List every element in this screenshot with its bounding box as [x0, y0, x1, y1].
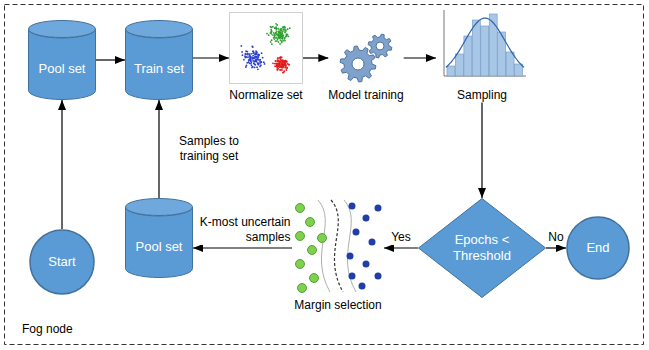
process-illustration: Normalize set — [229, 12, 303, 102]
flow-arrow — [193, 247, 292, 248]
node-label: Pool set — [39, 61, 86, 77]
step-caption: Sampling — [457, 88, 507, 102]
flow-arrow — [303, 57, 328, 58]
edge-label: No — [546, 230, 565, 245]
illustration — [229, 12, 303, 84]
illustration — [436, 8, 528, 84]
node-label: Start — [48, 254, 75, 270]
process-illustration: Sampling — [436, 8, 528, 102]
flow-arrow — [546, 247, 566, 248]
flow-arrow — [481, 102, 482, 198]
plot-frame — [230, 13, 303, 84]
decision-boundary — [331, 200, 343, 292]
edge-label: Samples to training set — [165, 134, 253, 164]
edge-label: Yes — [389, 230, 413, 245]
step-caption: Model training — [328, 88, 403, 102]
margin-line — [344, 200, 356, 292]
flow-arrow — [61, 100, 62, 229]
class-a-samples — [296, 204, 327, 293]
step-caption: Normalize set — [229, 88, 302, 102]
illustration — [338, 32, 394, 84]
fog-node-border — [5, 5, 644, 345]
scatter-points — [240, 23, 290, 74]
node-label: Epochs < Threshold — [446, 232, 518, 263]
node-label: Train set — [134, 61, 184, 77]
database-cylinder: Train set — [125, 20, 193, 100]
density-curve — [446, 18, 524, 67]
database-cylinder: Pool set — [125, 198, 193, 278]
step-caption: Margin selection — [294, 298, 381, 312]
flow-arrow — [158, 100, 159, 198]
process-illustration: Model training — [328, 32, 403, 102]
database-cylinder-outline — [28, 20, 96, 100]
terminal-circle: Start — [29, 229, 95, 295]
database-cylinder-outline — [125, 20, 193, 100]
plot-axes — [444, 10, 526, 76]
margin-line — [318, 200, 330, 292]
histogram-bars — [447, 14, 523, 76]
node-label: Pool set — [136, 239, 183, 255]
flow-arrow — [96, 59, 125, 60]
illustration — [292, 198, 384, 294]
gear-hole — [376, 42, 384, 50]
database-cylinder-outline — [125, 198, 193, 278]
class-b-samples — [347, 203, 382, 290]
gear-hole — [352, 58, 364, 70]
process-illustration: Margin selection — [292, 198, 384, 312]
node-label: End — [586, 240, 609, 256]
flow-arrow — [384, 247, 418, 248]
flow-arrow — [404, 57, 436, 58]
terminal-circle: End — [566, 216, 630, 280]
edge-label: K-most uncertain samples — [193, 215, 293, 245]
region-label: Fog node — [22, 322, 73, 336]
decision-diamond: Epochs < Threshold — [418, 198, 546, 298]
gear-symbol — [368, 34, 392, 58]
flow-arrow — [193, 57, 229, 58]
database-cylinder: Pool set — [28, 20, 96, 100]
